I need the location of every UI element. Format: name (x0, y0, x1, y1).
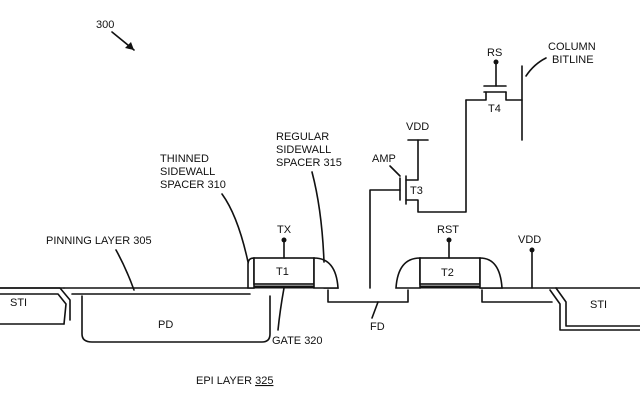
sti-right-label: STI (590, 299, 607, 311)
epi-layer-callout: EPI LAYER 325 (196, 375, 273, 387)
thinned-spacer-label-2: SIDEWALL (160, 166, 215, 178)
rst-label: RST (437, 224, 459, 236)
figure-arrow (111, 31, 135, 51)
sti-left: STI (0, 287, 71, 325)
regular-sidewall-spacer (313, 257, 339, 289)
thinned-sidewall-spacer (247, 257, 255, 289)
regular-spacer-callout: REGULAR SIDEWALL SPACER 315 (276, 131, 342, 263)
fd-label: FD (370, 321, 385, 333)
regular-spacer-label-1: REGULAR (276, 131, 329, 143)
t3-label: T3 (410, 185, 423, 197)
floating-diffusion-region: FD (327, 289, 409, 333)
amp-label: AMP (372, 153, 396, 165)
figure-number: 300 (96, 19, 114, 31)
pinning-layer-callout: PINNING LAYER 305 (46, 235, 152, 291)
pd-label: PD (158, 319, 173, 331)
regular-spacer-label-2: SIDEWALL (276, 144, 331, 156)
vdd-right-terminal: VDD (518, 234, 541, 289)
sti-right: STI (549, 287, 640, 331)
column-bitline-label-2: BITLINE (552, 54, 594, 66)
thinned-spacer-label-1: THINNED (160, 153, 209, 165)
column-bitline-label-1: COLUMN (548, 41, 596, 53)
photodiode-region: PD (81, 295, 271, 343)
t2-left-spacer (395, 257, 421, 289)
epi-layer-text: EPI LAYER 325 (196, 375, 273, 387)
vdd-amp-label: VDD (406, 121, 429, 133)
t2-label: T2 (441, 267, 454, 279)
t4-label: T4 (488, 103, 501, 115)
right-diffusion (481, 289, 553, 303)
t1-label: T1 (276, 266, 289, 278)
thinned-spacer-callout: THINNED SIDEWALL SPACER 310 (160, 153, 249, 263)
epi-layer-number: 325 (255, 375, 273, 387)
gate-label: GATE 320 (272, 335, 323, 347)
tx-label: TX (277, 224, 292, 236)
t2-right-spacer (479, 257, 503, 289)
fd-to-amp-gate-wire (369, 189, 401, 289)
t2-gate-body (419, 257, 481, 285)
row-select-transistor-t4: RS T4 (465, 47, 523, 115)
sti-left-label: STI (10, 297, 27, 309)
rs-label: RS (487, 47, 502, 59)
amplifier-transistor-t3: T3 AMP VDD (372, 99, 467, 213)
pinning-layer-label: PINNING LAYER 305 (46, 235, 152, 247)
thinned-spacer-label-3: SPACER 310 (160, 179, 226, 191)
gate-callout: GATE 320 (272, 287, 323, 347)
vdd-right-label: VDD (518, 234, 541, 246)
t1-gate-body (253, 257, 315, 285)
regular-spacer-label-3: SPACER 315 (276, 157, 342, 169)
transfer-gate-t1: T1 TX (247, 224, 339, 289)
column-bitline: COLUMN BITLINE (521, 41, 596, 141)
epi-layer-label: EPI LAYER (196, 375, 252, 387)
reset-transistor-t2: T2 RST (395, 224, 503, 289)
